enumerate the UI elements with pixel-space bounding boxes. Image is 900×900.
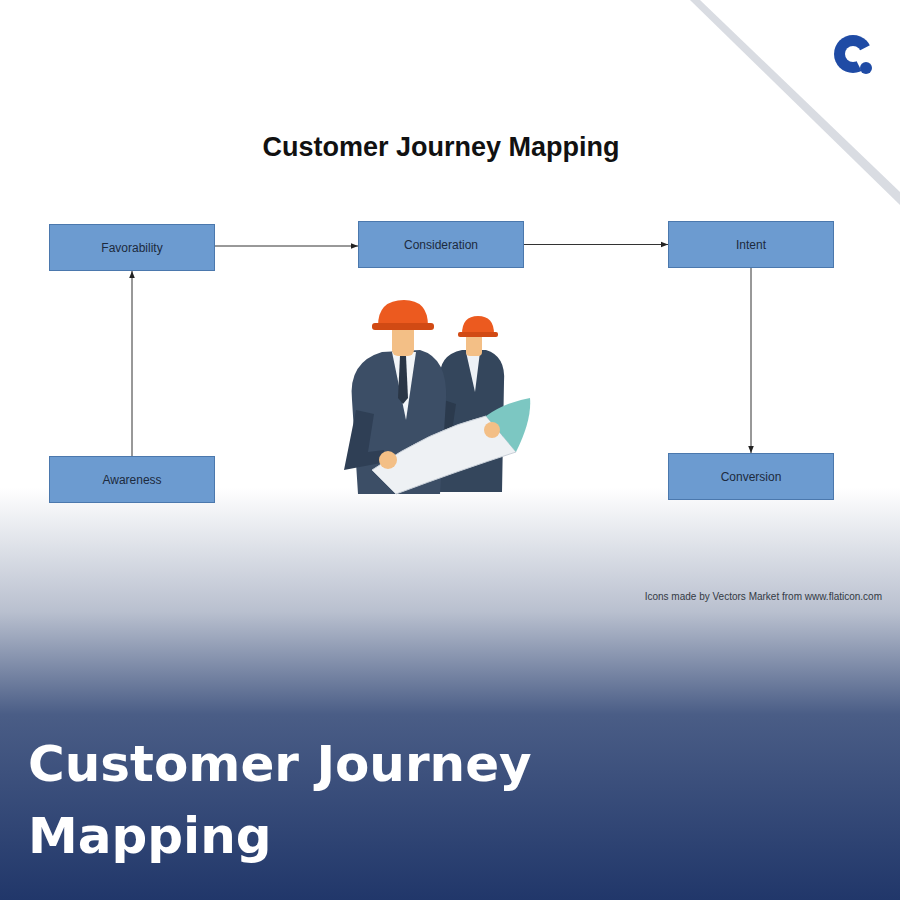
- box-label: Conversion: [721, 470, 782, 484]
- box-label: Favorability: [101, 241, 162, 255]
- process-box: Conversion: [668, 453, 834, 500]
- box-label: Awareness: [102, 473, 161, 487]
- flow-arrow: [524, 244, 668, 245]
- process-box: Awareness: [49, 456, 215, 503]
- flow-arrow: [751, 268, 752, 453]
- logo: [834, 35, 880, 80]
- flow-arrow: [132, 271, 133, 456]
- corner-shadow: [690, 0, 900, 205]
- flow-arrow: [215, 246, 358, 247]
- diagram-title: Customer Journey Mapping: [0, 132, 882, 163]
- corner-fold: [700, 0, 900, 192]
- blueprint: [372, 398, 530, 494]
- process-box: Consideration: [358, 221, 524, 268]
- gradient-band: [0, 488, 900, 900]
- box-label: Consideration: [404, 238, 478, 252]
- credit-note: Icons made by Vectors Market from www.fl…: [645, 591, 882, 602]
- process-box: Favorability: [49, 224, 215, 271]
- box-label: Intent: [736, 238, 766, 252]
- banner-title: Customer Journey Mapping: [28, 728, 678, 872]
- process-box: Intent: [668, 221, 834, 268]
